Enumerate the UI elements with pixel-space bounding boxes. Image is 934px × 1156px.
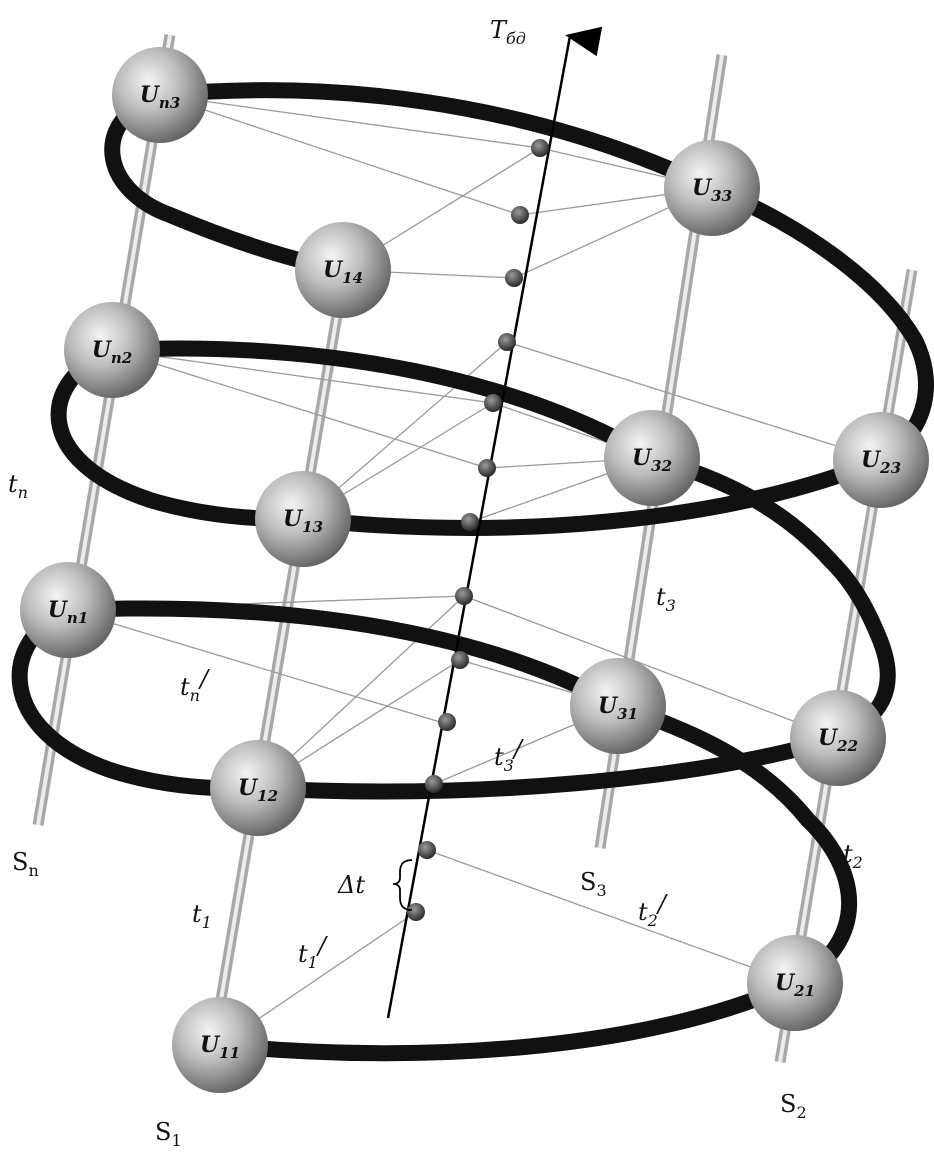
sphere bbox=[64, 302, 160, 398]
sphere bbox=[833, 412, 929, 508]
node-label-u23: U23 bbox=[861, 447, 901, 477]
axis-dot bbox=[478, 459, 496, 477]
node-u33: U33 bbox=[664, 140, 760, 236]
nodes: Un3 U33 U14 Un2 U32 U23 U13 Un1 U31 U22 … bbox=[20, 47, 929, 1093]
node-u14: U14 bbox=[295, 222, 391, 318]
axis-dot bbox=[455, 587, 473, 605]
axis-label: Tбд bbox=[490, 16, 526, 48]
node-label-u32: U32 bbox=[632, 445, 672, 475]
axis-dot bbox=[418, 841, 436, 859]
node-label-u13: U13 bbox=[283, 506, 323, 536]
time-labels: tn t3 tn/ t3/ t2 t1 t2/ t1/ bbox=[8, 470, 863, 972]
helix-arc bbox=[152, 82, 720, 196]
node-label-u31: U31 bbox=[598, 693, 638, 723]
helix-arc bbox=[704, 180, 934, 468]
helix-arc bbox=[104, 340, 660, 466]
node-label-u22: U22 bbox=[818, 725, 858, 755]
sphere bbox=[172, 997, 268, 1093]
conn-line bbox=[506, 341, 882, 461]
time-label-t2-prime: t2/ bbox=[638, 890, 669, 930]
cylinder-labels: Sn S3 S2 S1 bbox=[12, 848, 807, 1150]
axis-dot bbox=[438, 713, 456, 731]
delta-brace bbox=[392, 859, 413, 911]
sphere bbox=[570, 658, 666, 754]
rod-s1-highlight bbox=[213, 267, 347, 1036]
sphere bbox=[112, 47, 208, 143]
sphere bbox=[20, 562, 116, 658]
cylinder-label-sn: Sn bbox=[12, 848, 39, 880]
cylinder-label-s2: S2 bbox=[780, 1090, 807, 1122]
node-label-un2: Un2 bbox=[92, 337, 133, 367]
rod-sn-highlight bbox=[36, 34, 172, 826]
axis-dot bbox=[484, 394, 502, 412]
node-label-u33: U33 bbox=[692, 175, 732, 205]
sphere bbox=[747, 935, 843, 1031]
node-u13: U13 bbox=[255, 471, 351, 567]
node-label-u14: U14 bbox=[323, 257, 363, 287]
sphere bbox=[255, 471, 351, 567]
node-label-u21: U21 bbox=[775, 970, 815, 1000]
node-u32: U32 bbox=[604, 410, 700, 506]
sphere bbox=[664, 140, 760, 236]
helix-arc bbox=[11, 602, 266, 797]
node-un3: Un3 bbox=[112, 47, 208, 143]
rod-s2-highlight bbox=[778, 269, 914, 1063]
sphere bbox=[604, 410, 700, 506]
axis-dot bbox=[461, 513, 479, 531]
axis-dots bbox=[407, 139, 549, 921]
axis-dot bbox=[407, 903, 425, 921]
axis-dot bbox=[451, 651, 469, 669]
helix-arc bbox=[250, 730, 846, 800]
node-u11: U11 bbox=[172, 997, 268, 1093]
node-u22: U22 bbox=[790, 690, 886, 786]
sphere bbox=[790, 690, 886, 786]
time-label-tn: tn bbox=[8, 470, 28, 502]
axis-dot bbox=[425, 775, 443, 793]
node-label-u11: U11 bbox=[200, 1032, 240, 1062]
helix-arc bbox=[60, 600, 626, 714]
helix-arc bbox=[104, 87, 351, 278]
node-u31: U31 bbox=[570, 658, 666, 754]
conn-line bbox=[111, 349, 494, 404]
time-label-t3: t3 bbox=[656, 583, 676, 615]
conn-line bbox=[111, 349, 488, 469]
node-un1: Un1 bbox=[20, 562, 116, 658]
node-un2: Un2 bbox=[64, 302, 160, 398]
sphere bbox=[295, 222, 391, 318]
sphere bbox=[210, 740, 306, 836]
node-label-u12: U12 bbox=[238, 775, 278, 805]
node-u21: U21 bbox=[747, 935, 843, 1031]
node-u12: U12 bbox=[210, 740, 306, 836]
time-label-tn-prime: tn/ bbox=[180, 665, 211, 705]
helix-arc bbox=[295, 452, 889, 536]
time-label-t2: t2 bbox=[843, 840, 863, 872]
node-label-un3: Un3 bbox=[140, 82, 181, 112]
time-label-t1: t1 bbox=[192, 900, 212, 932]
conn-line bbox=[159, 94, 521, 216]
time-label-t3-prime: t3/ bbox=[494, 735, 525, 775]
conn-line bbox=[67, 609, 441, 723]
axis-dot bbox=[505, 269, 523, 287]
time-label-t1-prime: t1/ bbox=[298, 932, 329, 972]
axis-dot bbox=[531, 139, 549, 157]
helix-arc bbox=[212, 975, 803, 1062]
delta-t-label: Δt bbox=[337, 871, 365, 899]
node-u23: U23 bbox=[833, 412, 929, 508]
helix bbox=[11, 82, 934, 1062]
time-axis bbox=[386, 26, 603, 1019]
axis-dot bbox=[498, 333, 516, 351]
cylinder-label-s3: S3 bbox=[580, 868, 607, 900]
node-label-un1: Un1 bbox=[48, 597, 89, 627]
cylinder-label-s1: S1 bbox=[155, 1118, 182, 1150]
conn-line bbox=[463, 595, 839, 739]
helix-arc bbox=[50, 342, 311, 528]
connection-lines bbox=[67, 94, 882, 1046]
axis-dot bbox=[511, 206, 529, 224]
conn-line bbox=[159, 94, 541, 149]
conn-line bbox=[426, 849, 796, 984]
